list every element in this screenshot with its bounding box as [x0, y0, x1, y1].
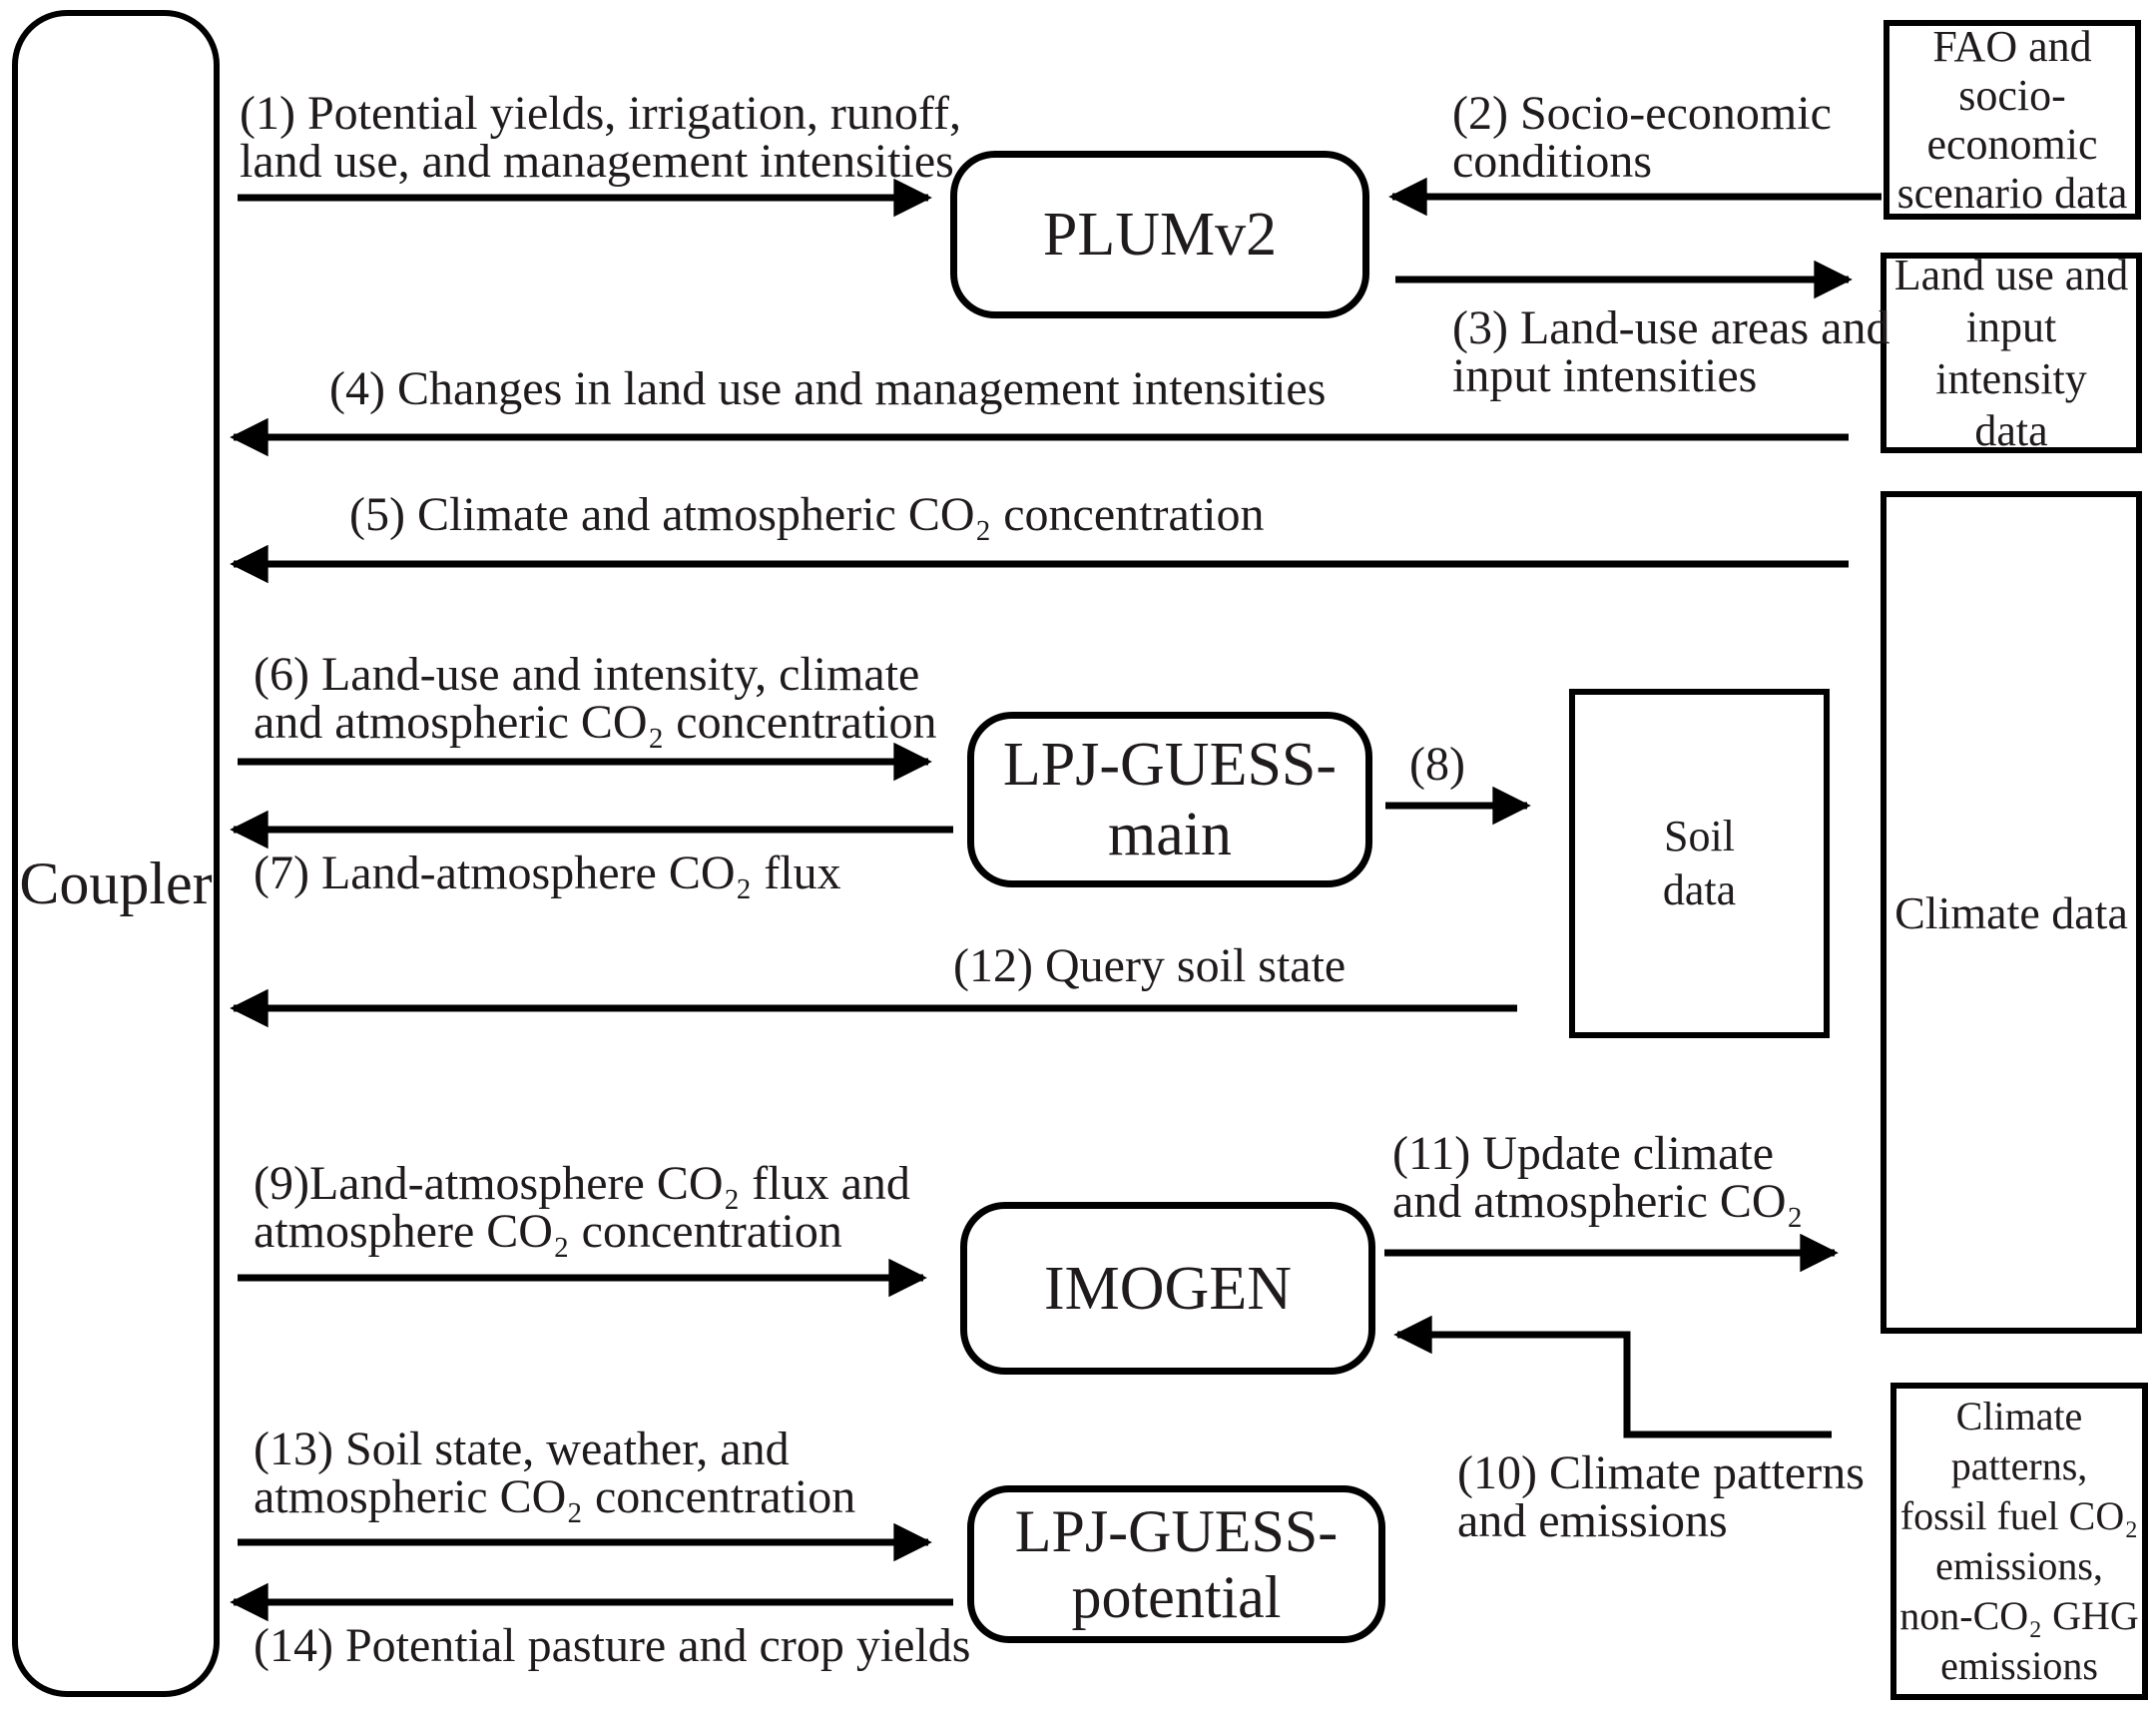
coupler-label: Coupler — [19, 850, 213, 916]
data-box-climate-patterns-emissions: Climate patterns, fossil fuel CO₂ emissi… — [1890, 1383, 2148, 1700]
model-label: main — [1108, 801, 1232, 868]
flow-label-line: (13) Soil state, weather, and — [254, 1423, 790, 1475]
flow-label-6: (6) Land-use and intensity, climate and … — [254, 651, 937, 747]
flow-label-line: and atmospheric CO₂ concentration — [254, 696, 937, 749]
model-box-plumv2: PLUMv2 — [950, 151, 1369, 318]
model-box-lpj-guess-potential: LPJ-GUESS- potential — [967, 1485, 1385, 1643]
data-box-soil: Soil data — [1569, 689, 1830, 1038]
data-box-text: FAO and — [1932, 22, 2092, 71]
flow-label-12: (12) Query soil state — [953, 942, 1346, 990]
flow-label-line: atmosphere CO₂ concentration — [254, 1205, 842, 1258]
flow-label-line: conditions — [1452, 135, 1652, 188]
flow-label-line: land use, and management intensities — [240, 135, 954, 188]
data-box-text: input intensity — [1935, 301, 2087, 403]
flow-label-4: (4) Changes in land use and management i… — [329, 365, 1326, 413]
flow-label-line: (5) Climate and atmospheric CO₂ concentr… — [349, 488, 1265, 541]
flow-label-line: (1) Potential yields, irrigation, runoff… — [240, 87, 961, 140]
flow-label-7: (7) Land-atmosphere CO₂ flux — [254, 850, 841, 897]
flow-label-line: (4) Changes in land use and management i… — [329, 362, 1327, 415]
flow-label-8: (8) — [1377, 741, 1497, 789]
data-box-text: fossil fuel CO₂ — [1899, 1493, 2139, 1538]
data-box-text: Climate patterns, — [1950, 1394, 2088, 1488]
data-box-text: socio- — [1958, 71, 2066, 120]
flow-label-line: atmospheric CO₂ concentration — [254, 1470, 856, 1523]
flow-label-2: (2) Socio-economic conditions — [1452, 90, 1832, 186]
flow-label-line: (6) Land-use and intensity, climate — [254, 648, 920, 701]
flow-label-5: (5) Climate and atmospheric CO₂ concentr… — [349, 491, 1264, 539]
data-box-text: economic — [1926, 120, 2098, 169]
flow-label-line: (9)Land-atmosphere CO₂ flux and — [254, 1157, 910, 1210]
data-box-climate: Climate data — [1881, 491, 2142, 1334]
flow-label-10: (10) Climate patterns and emissions — [1457, 1449, 1865, 1545]
flow-label-line: (10) Climate patterns — [1457, 1446, 1865, 1499]
flow-label-line: input intensities — [1452, 349, 1758, 402]
flow-label-line: (11) Update climate — [1392, 1127, 1775, 1180]
flow-label-line: (12) Query soil state — [953, 939, 1347, 992]
model-label: LPJ-GUESS- — [1002, 731, 1338, 799]
model-label: PLUMv2 — [1042, 201, 1278, 269]
flow-label-line: (2) Socio-economic — [1452, 87, 1832, 140]
flow-label-9: (9)Land-atmosphere CO₂ flux and atmosphe… — [254, 1160, 910, 1256]
flow-label-line: (7) Land-atmosphere CO₂ flux — [254, 847, 841, 899]
data-box-text: Land use and — [1893, 250, 2129, 299]
flow-label-line: (14) Potential pasture and crop yields — [254, 1619, 971, 1672]
flow-label-line: and emissions — [1457, 1494, 1728, 1547]
data-box-fao-scenario: FAO and socio- economic scenario data — [1884, 20, 2141, 220]
data-box-text: data — [1974, 405, 2048, 455]
data-box-text: Climate data — [1894, 886, 2128, 938]
coupler-box: Coupler — [12, 10, 220, 1697]
model-box-lpj-guess-main: LPJ-GUESS- main — [967, 712, 1372, 887]
model-label: potential — [1071, 1564, 1282, 1630]
data-box-text: scenario data — [1896, 169, 2128, 218]
model-label: IMOGEN — [1044, 1254, 1292, 1323]
data-box-text: data — [1662, 865, 1737, 914]
model-box-imogen: IMOGEN — [960, 1202, 1375, 1375]
flow-label-line: (8) — [1409, 738, 1465, 791]
data-box-text: Soil — [1664, 812, 1735, 860]
data-box-land-use: Land use and input intensity data — [1881, 250, 2142, 455]
data-box-text: non-CO₂ GHG — [1899, 1593, 2139, 1638]
flow-label-13: (13) Soil state, weather, and atmospheri… — [254, 1426, 855, 1521]
flow-label-3: (3) Land-use areas and input intensities — [1452, 304, 1889, 400]
data-box-text: emissions — [1940, 1643, 2098, 1688]
model-label: LPJ-GUESS- — [1014, 1498, 1339, 1564]
flow-arrow-10 — [1393, 1315, 1832, 1438]
flow-label-line: and atmospheric CO₂ — [1392, 1175, 1804, 1228]
flow-label-14: (14) Potential pasture and crop yields — [254, 1622, 970, 1670]
flow-label-11: (11) Update climate and atmospheric CO₂ — [1392, 1130, 1803, 1226]
flow-label-line: (3) Land-use areas and — [1452, 301, 1890, 354]
flow-label-1: (1) Potential yields, irrigation, runoff… — [240, 90, 961, 186]
data-box-text: emissions, — [1935, 1543, 2103, 1588]
